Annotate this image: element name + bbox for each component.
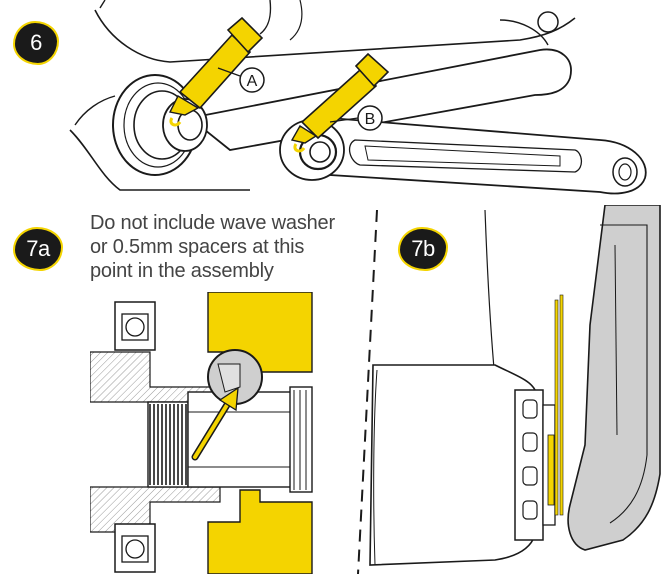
frame-shell (369, 364, 536, 566)
step-7b-badge: 7b (398, 227, 448, 271)
threaded-cup (147, 401, 189, 488)
step-6-badge: 6 (13, 21, 59, 65)
pedal-eye-bottom (612, 157, 638, 187)
lower-yellow-spider (207, 489, 313, 574)
bearing-cup-stack (514, 389, 556, 541)
grease-tube-a (168, 16, 264, 127)
grease-tube-b (290, 52, 390, 153)
callout-a-label: A (247, 73, 258, 90)
crank-arm-side (567, 205, 661, 551)
step-7a-cross-section (90, 292, 322, 574)
step-7a-badge: 7a (13, 227, 63, 271)
callout-a-circle (239, 67, 265, 93)
lower-bearing (114, 523, 156, 573)
yellow-spacer-1 (554, 299, 559, 516)
dashed-separator (357, 209, 378, 574)
note-line-1: Do not include wave washer (90, 212, 335, 234)
callout-b-label: B (365, 111, 376, 128)
crank-assembly-illustration: A B (69, 0, 647, 195)
assembly-note: Do not include wave washer or 0.5mm spac… (90, 211, 380, 283)
step-7b-panel (355, 205, 667, 574)
yellow-spacer-2 (559, 294, 564, 516)
gap-arrow (191, 386, 239, 461)
pedal-eye-top (537, 11, 559, 33)
note-line-2: or 0.5mm spacers at this (90, 236, 305, 258)
upper-bearing (114, 301, 156, 351)
note-line-3: point in the assembly (90, 260, 274, 282)
step-6-panel: A B (0, 0, 667, 200)
